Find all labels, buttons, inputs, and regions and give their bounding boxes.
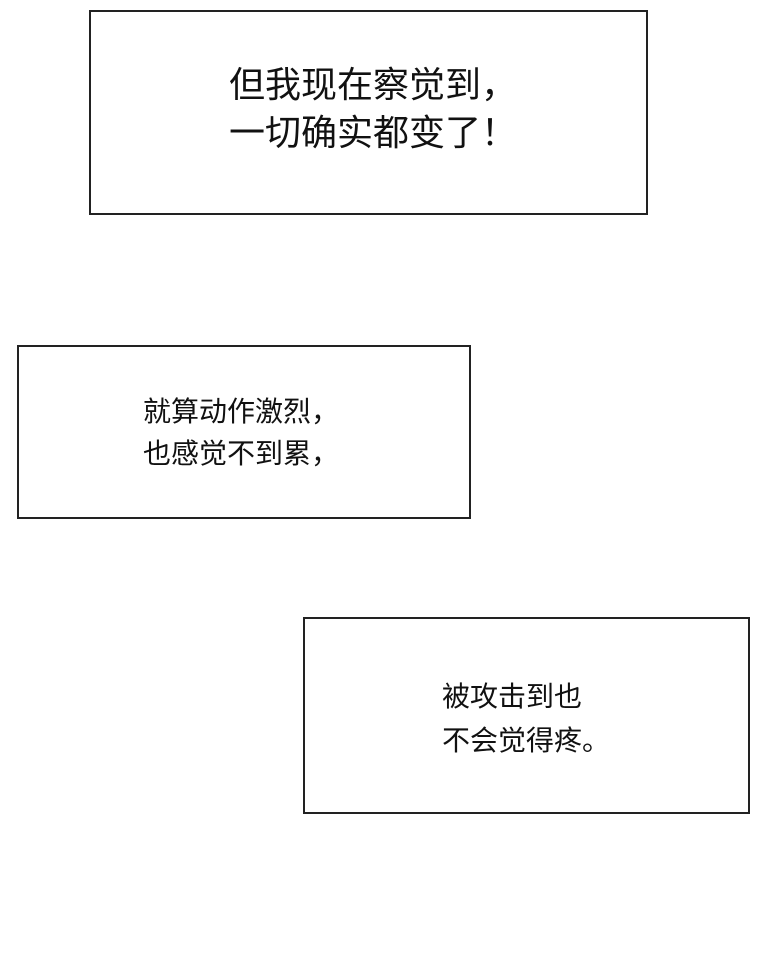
caption-box-1: 但我现在察觉到， 一切确实都变了！ [89,10,648,215]
caption-line: 就算动作激烈， [143,395,340,428]
caption-text-1: 但我现在察觉到， 一切确实都变了！ [229,62,517,158]
caption-text-3: 被攻击到也 不会觉得疼。 [442,675,610,763]
caption-box-2: 就算动作激烈， 也感觉不到累， [17,345,471,519]
caption-line: 被攻击到也 [442,680,583,713]
caption-line: 也感觉不到累， [143,437,340,470]
caption-line: 一切确实都变了！ [229,113,518,154]
caption-line: 但我现在察觉到， [229,65,518,106]
caption-text-2: 就算动作激烈， 也感觉不到累， [143,391,339,475]
caption-box-3: 被攻击到也 不会觉得疼。 [303,617,750,814]
caption-line: 不会觉得疼。 [442,724,611,757]
